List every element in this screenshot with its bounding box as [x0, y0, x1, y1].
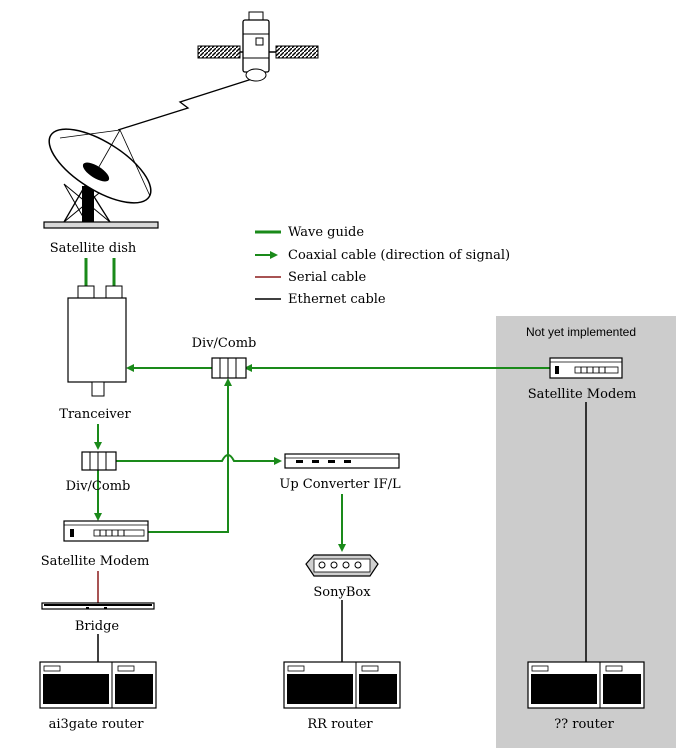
- modem-right-label: Satellite Modem: [528, 387, 637, 402]
- divcomb-top-label: Div/Comb: [192, 336, 257, 351]
- modem-left-label: Satellite Modem: [41, 554, 150, 569]
- connections: [84, 78, 587, 662]
- upconverter-label: Up Converter IF/L: [279, 477, 401, 492]
- legend-label-ethernet: Ethernet cable: [288, 292, 386, 307]
- satellite-dish-label: Satellite dish: [50, 241, 137, 256]
- router-rr-label: RR router: [307, 717, 373, 732]
- router-unknown-label: ?? router: [554, 717, 614, 732]
- transceiver-label: Tranceiver: [59, 407, 131, 422]
- divcomb-top-icon: [211, 357, 247, 379]
- not-implemented-label: Not yet implemented: [526, 325, 636, 339]
- legend-label-coaxial: Coaxial cable (direction of signal): [288, 248, 510, 263]
- transceiver-icon: [67, 285, 127, 397]
- sonybox-icon: [305, 554, 379, 577]
- bridge-label: Bridge: [75, 619, 120, 634]
- router-rr-icon: [283, 661, 401, 709]
- legend-label-serial: Serial cable: [288, 270, 367, 285]
- divcomb-left-icon: [81, 451, 117, 471]
- sonybox-label: SonyBox: [313, 585, 371, 600]
- satellite-radio-link: [117, 78, 253, 131]
- bridge-icon: [41, 602, 155, 610]
- modem-left-icon: [63, 520, 149, 542]
- coax-divcomb-to-upconverter: [116, 454, 282, 465]
- coax-modem-to-divcomb: [148, 378, 232, 533]
- router-ai3gate-icon: [39, 661, 157, 709]
- divcomb-left-label: Div/Comb: [66, 479, 131, 494]
- satellite-dish-icon: [43, 128, 159, 229]
- router-ai3gate-label: ai3gate router: [49, 717, 145, 732]
- router-unknown-icon: [527, 661, 645, 709]
- legend-label-wave-guide: Wave guide: [288, 225, 364, 240]
- legend: Wave guide Coaxial cable (direction of s…: [255, 225, 510, 307]
- modem-right-icon: [549, 357, 623, 379]
- satellite-icon: [197, 11, 319, 82]
- upconverter-icon: [284, 453, 400, 469]
